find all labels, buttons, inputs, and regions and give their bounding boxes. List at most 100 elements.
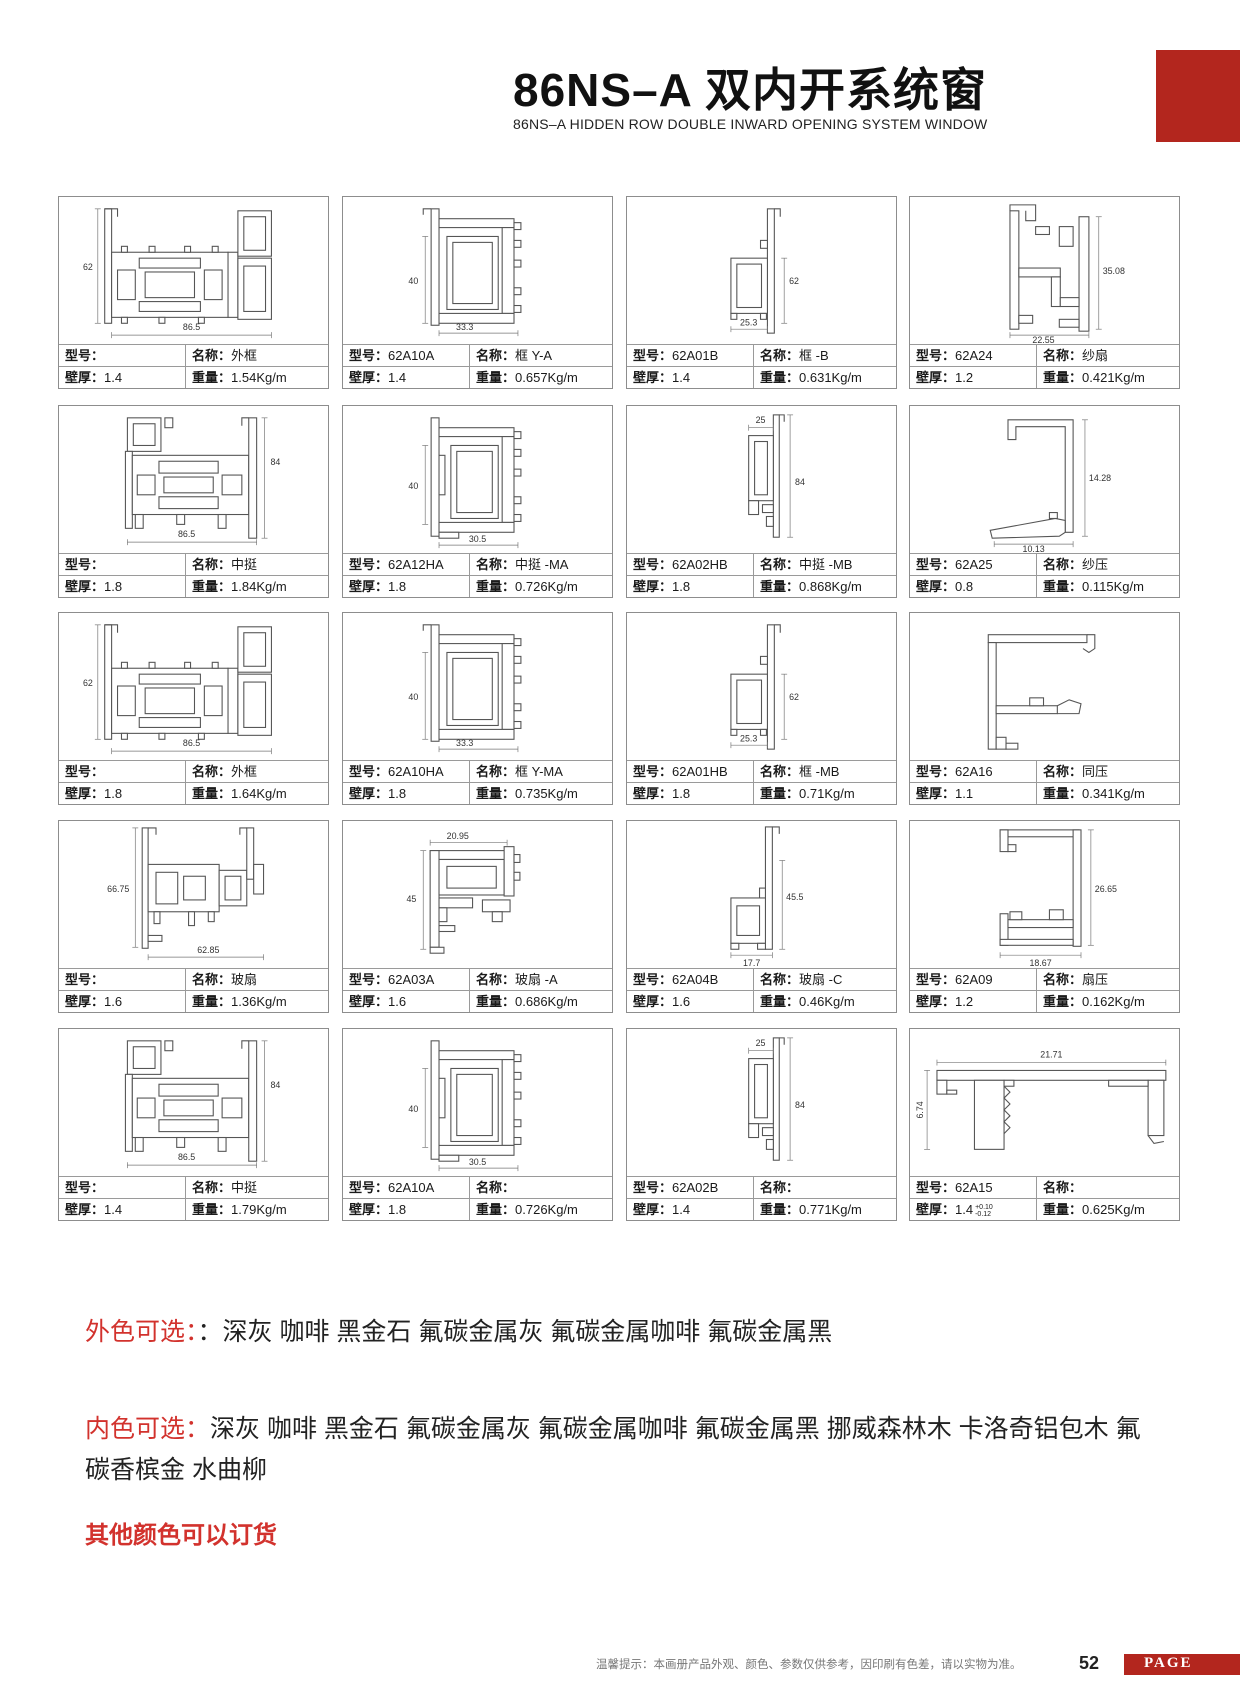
dimension-lines [127,417,268,546]
model-label: 型号： [65,348,105,363]
wall-thickness-label: 壁厚： [633,994,673,1009]
name-label: 名称： [476,972,516,987]
wall-thickness-label: 壁厚： [633,370,673,385]
dimension-label: 33.3 [456,738,473,748]
profile-section [124,417,258,539]
name-cell: 名称： [470,1177,612,1198]
profile-section [1009,204,1090,332]
tolerance-upper: +0.10 [975,1203,993,1211]
name-cell: 名称：中挺 [186,1177,328,1198]
profile-section [430,1040,522,1162]
model-value: 62A03A [388,972,435,987]
wall-thickness-cell: 壁厚：1.8 [343,576,470,597]
wall-thickness-value: 1.2 [955,994,974,1009]
model-cell: 型号：62A10A [343,345,470,366]
wall-thickness-cell: 壁厚：1.6 [59,991,186,1012]
profile-section [936,1069,1167,1150]
wall-thickness-value: 1.4 [672,370,691,385]
weight-cell: 重量：0.726Kg/m [470,576,612,597]
name-value: 中挺 -MA [515,557,569,572]
dimension-label: 86.5 [183,322,200,332]
model-value: 62A15 [955,1180,993,1195]
wall-thickness-cell: 壁厚：1.8 [59,783,186,804]
wall-thickness-value: 1.8 [104,579,123,594]
profile-section [748,414,785,538]
profile-section [422,208,522,326]
wall-thickness-label: 壁厚： [349,1202,389,1217]
dimension-label: 45.5 [786,892,803,902]
wall-thickness-cell: 壁厚：0.8 [910,576,1037,597]
dimension-lines [999,829,1094,959]
dimension-label: 66.75 [107,884,129,894]
name-label: 名称： [1043,348,1083,363]
dimension-lines [422,445,519,549]
name-cell: 名称：框 -B [754,345,896,366]
name-cell: 名称： [1037,1177,1179,1198]
weight-value: 1.36Kg/m [231,994,287,1009]
name-label: 名称： [1043,557,1083,572]
wall-thickness-value: 1.4 [104,370,123,385]
weight-cell: 重量：0.46Kg/m [754,991,896,1012]
name-label: 名称： [192,348,232,363]
name-value: 中挺 -MB [799,557,853,572]
model-value: 62A01HB [672,764,728,779]
wall-thickness-cell: 壁厚：1.1 [910,783,1037,804]
weight-label: 重量： [760,579,800,594]
wall-thickness-value: 1.8 [104,786,123,801]
name-label: 名称： [1043,972,1083,987]
name-cell: 名称：玻扇 [186,969,328,990]
dimension-lines [730,673,788,749]
custom-color-note: 其他颜色可以订货 [85,1522,277,1549]
dimension-label: 35.08 [1103,266,1125,276]
name-value: 玻扇 -C [799,972,843,987]
model-label: 型号： [916,557,956,572]
dimension-label: 22.55 [1032,335,1054,344]
profile-drawing [987,634,1096,750]
spec-row: 型号：名称：外框 [59,760,328,782]
name-value: 框 -MB [799,764,840,779]
model-label: 型号： [65,1180,105,1195]
wall-thickness-value: 1.8 [388,1202,407,1217]
wall-thickness-value: 1.1 [955,786,974,801]
name-cell: 名称：纱压 [1037,554,1179,575]
name-label: 名称： [476,348,516,363]
dimension-label: 84 [795,1100,805,1110]
spec-row: 型号： 名称：中挺 [59,1176,328,1198]
weight-label: 重量： [760,1202,800,1217]
model-label: 型号： [916,1180,956,1195]
weight-value: 1.84Kg/m [231,579,287,594]
model-cell: 型号：62A01B [627,345,754,366]
wall-thickness-cell: 壁厚：1.4 [627,367,754,388]
model-label: 型号： [349,764,389,779]
dimension-label: 62 [83,262,93,272]
wall-thickness-cell: 壁厚：1.4 [343,367,470,388]
model-label: 型号： [916,972,956,987]
dimension-lines [422,236,519,337]
wall-thickness-cell: 壁厚：1.4 [59,1199,186,1220]
model-value: 62A02B [672,1180,719,1195]
model-label: 型号： [916,764,956,779]
